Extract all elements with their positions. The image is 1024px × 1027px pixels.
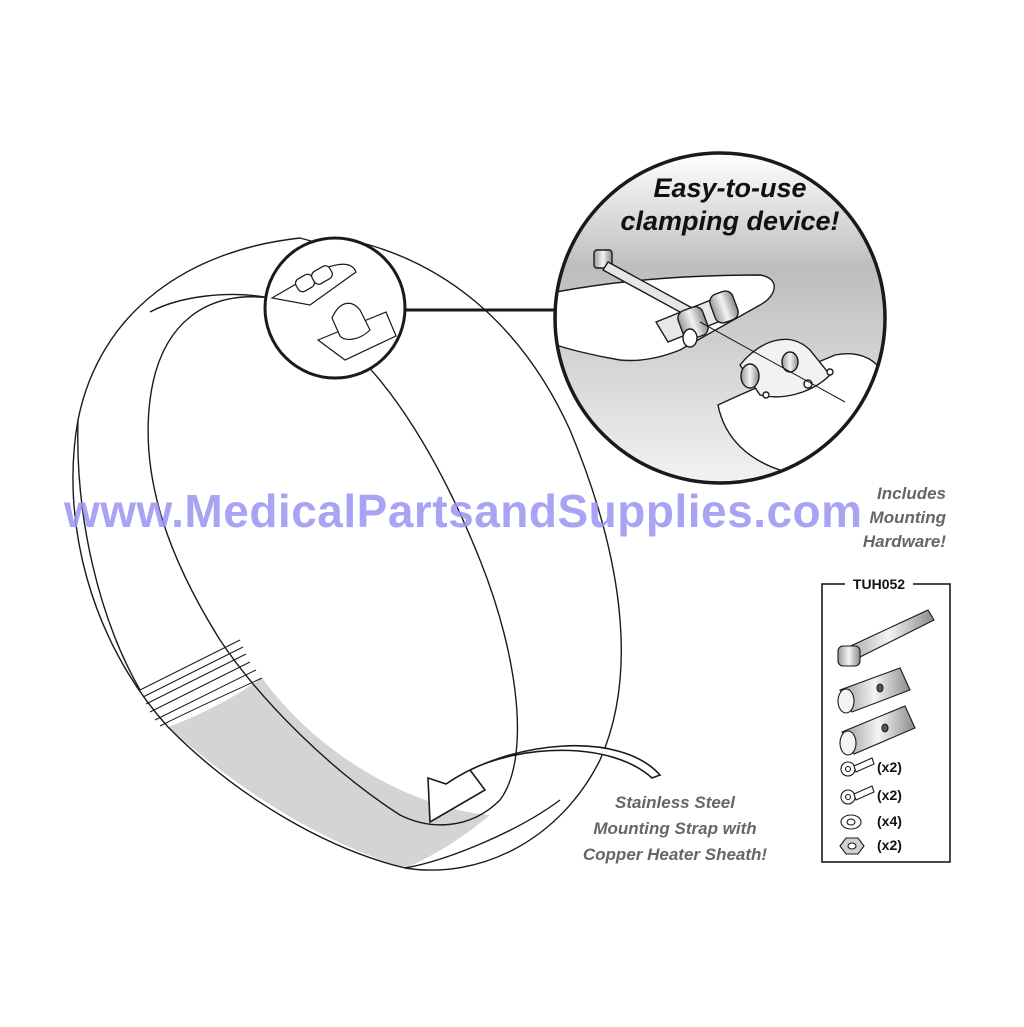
strap-label-line1: Stainless Steel <box>614 793 735 812</box>
clamp-zoom-circle <box>553 151 887 485</box>
kit-nut-icon <box>839 837 865 855</box>
band-outer-edge <box>72 237 622 871</box>
includes-hardware-note: Includes Mounting Hardware! <box>806 482 946 554</box>
kit-qty-nut: (x2) <box>877 837 902 853</box>
strap-label-line2: Mounting Strap with <box>593 819 757 838</box>
strap-label-line3: Copper Heater Sheath! <box>582 845 768 864</box>
band-detail-circle <box>263 236 407 380</box>
callout-title-line2: clamping device! <box>620 206 840 236</box>
strap-label: Stainless Steel Mounting Strap with Copp… <box>560 790 790 868</box>
kit-barrel-icon <box>837 667 911 714</box>
kit-qty-ring-terminal-2: (x2) <box>877 787 902 803</box>
callout-title-line1: Easy-to-use <box>653 173 807 203</box>
sheath-pointer-arrow <box>427 744 662 824</box>
kit-ring-terminal-icon <box>840 757 875 777</box>
copper-sheath-region <box>168 678 490 868</box>
heater-band <box>72 237 622 871</box>
band-inner-edge <box>147 296 519 826</box>
kit-qty-washer: (x4) <box>877 813 902 829</box>
kit-code-label: TUH052 <box>845 576 913 592</box>
clamp-barrel <box>654 290 739 348</box>
kit-bolt-icon <box>837 609 935 667</box>
kit-qty-ring-terminal: (x2) <box>877 759 902 775</box>
includes-note-line1: Includes <box>877 484 946 503</box>
kit-threaded-barrel-icon <box>839 705 916 756</box>
watermark-url: www.MedicalPartsandSupplies.com <box>64 485 863 537</box>
callout-title: Easy-to-use clamping device! <box>600 172 860 238</box>
kit-ring-terminal-icon-2 <box>840 785 875 805</box>
hardware-kit-box <box>821 583 951 863</box>
weld-seam <box>139 639 263 727</box>
includes-note-line2: Mounting <box>869 508 946 527</box>
kit-washer-icon <box>840 814 862 830</box>
includes-note-line3: Hardware! <box>862 532 946 551</box>
